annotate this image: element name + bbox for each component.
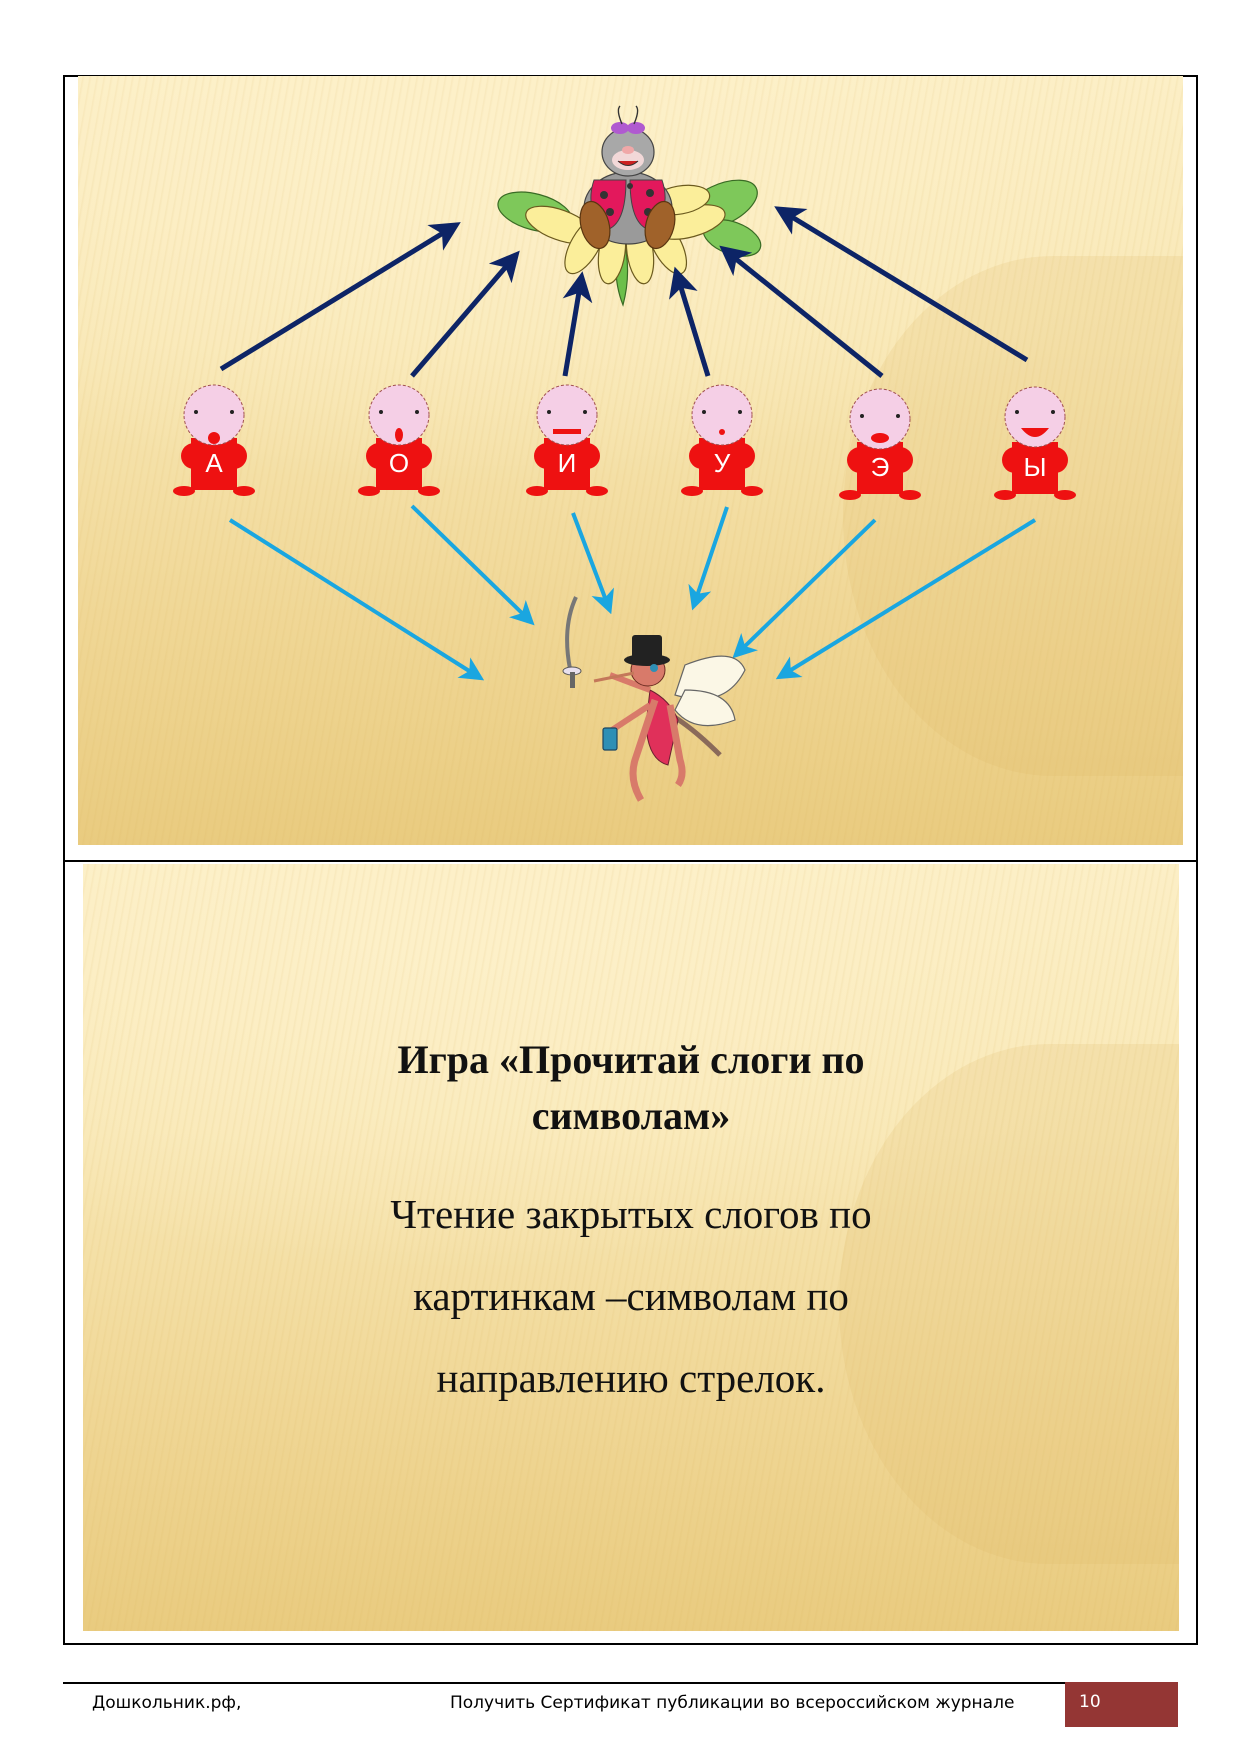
slide-body-line1: Чтение закрытых слогов по xyxy=(390,1191,872,1237)
page-number: 10 xyxy=(1079,1692,1101,1712)
footer-certificate-link[interactable]: Получить Сертификат публикации во всерос… xyxy=(450,1693,1015,1713)
arrows-to-ladybug xyxy=(219,206,1029,378)
slide-title-line2: символам» xyxy=(531,1093,731,1138)
vowel-figure-y xyxy=(994,386,1076,500)
fairy-with-sword-icon xyxy=(562,596,746,802)
arrows-to-fairy xyxy=(228,504,1037,681)
ladybug-on-flower-icon xyxy=(497,105,762,307)
footer-rule xyxy=(63,1682,1065,1684)
slide-vowel-diagram: А О И У Э Ы xyxy=(78,76,1183,845)
page-number-badge: 10 xyxy=(1065,1682,1178,1727)
vowel-figure-o xyxy=(358,384,440,496)
figure-letter: О xyxy=(389,448,409,478)
figure-letter: У xyxy=(714,448,731,478)
figure-letter: И xyxy=(558,448,577,478)
vowel-figure-e xyxy=(839,388,921,500)
footer-site-link[interactable]: Дошкольник.рф, xyxy=(92,1693,242,1713)
slide-game-description: Игра «Прочитай слоги по символам» Чтение… xyxy=(83,864,1179,1631)
vowel-figure-a xyxy=(173,384,255,496)
section-divider xyxy=(63,860,1198,862)
vowel-arrow-diagram: А О И У Э Ы xyxy=(173,105,1076,802)
background-sheen xyxy=(843,256,1183,776)
slide-body-line2: картинкам –символам по xyxy=(413,1273,849,1319)
slide-title-line1: Игра «Прочитай слоги по xyxy=(397,1037,865,1082)
background-sheen xyxy=(839,1044,1179,1564)
slide-body-line3: направлению стрелок. xyxy=(436,1355,826,1401)
figure-letter: Ы xyxy=(1023,452,1046,482)
figure-letter: А xyxy=(205,448,223,478)
vowel-figure-u xyxy=(681,384,763,496)
vowel-figure-i xyxy=(526,384,608,496)
figure-letter: Э xyxy=(871,452,890,482)
